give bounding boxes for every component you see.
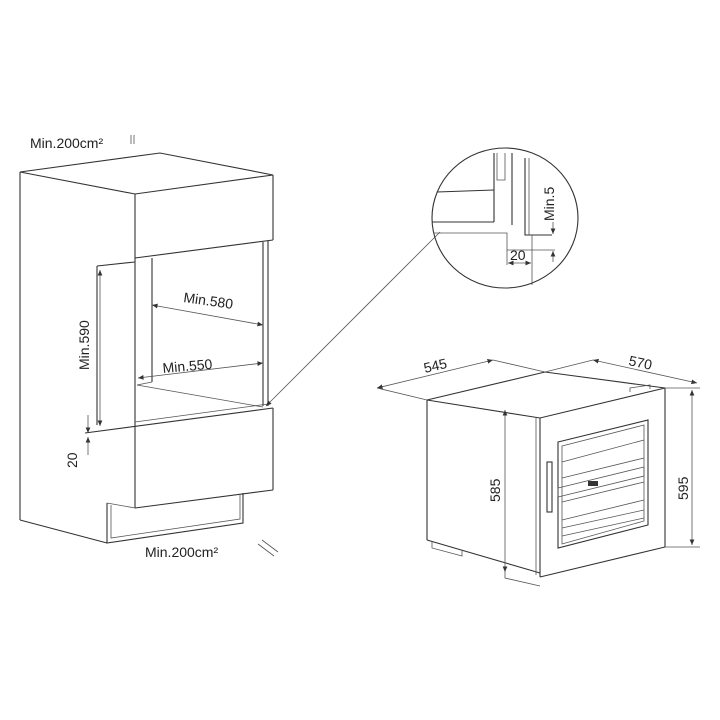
cabinet-height-label: Min.590 (76, 320, 92, 370)
shelf-gap-label: 20 (64, 452, 80, 468)
bottom-vent-label: Min.200cm² (145, 544, 218, 560)
control-panel (557, 466, 645, 498)
appliance-height-body-label: 585 (487, 478, 503, 502)
top-vent-label: Min.200cm² (30, 135, 103, 151)
appliance-width-label: 545 (422, 355, 449, 376)
cabinet-drawing (19, 135, 441, 557)
detail-gap-label: Min.5 (541, 187, 557, 221)
display-icon (588, 481, 598, 486)
appliance-height-total-label: 595 (675, 476, 691, 500)
detail-callout (431, 147, 579, 289)
appliance-drawing (376, 358, 700, 587)
detail-offset-label: 20 (510, 247, 526, 263)
door-handle (546, 461, 553, 513)
cabinet-depth-label: Min.580 (183, 289, 235, 312)
airflow-arrow-icon (257, 539, 279, 557)
appliance-depth-label: 570 (627, 352, 653, 373)
cabinet-width-label: Min.550 (162, 356, 213, 376)
airflow-arrow-icon (130, 135, 135, 144)
